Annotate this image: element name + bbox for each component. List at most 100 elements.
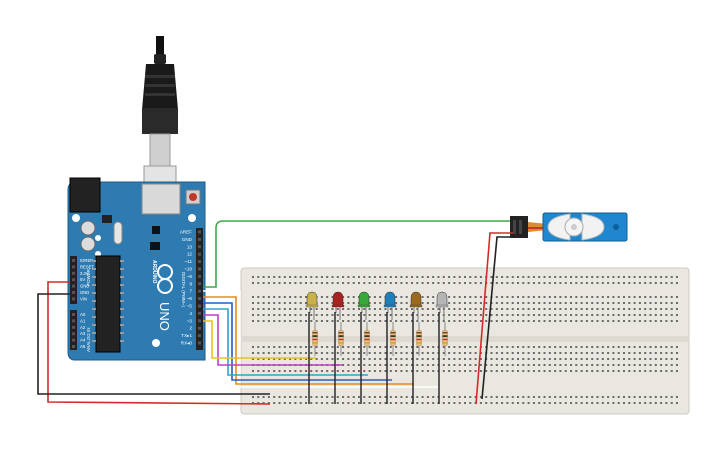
breadboard-hole[interactable] [601, 308, 604, 310]
breadboard-hole[interactable] [331, 352, 334, 354]
breadboard-hole[interactable] [426, 296, 429, 298]
breadboard-hole[interactable] [326, 402, 329, 404]
breadboard-hole[interactable] [522, 364, 525, 366]
breadboard-hole[interactable] [543, 282, 546, 284]
breadboard-hole[interactable] [506, 358, 509, 360]
breadboard-hole[interactable] [628, 282, 631, 284]
breadboard-hole[interactable] [352, 320, 355, 322]
breadboard-hole[interactable] [633, 396, 636, 398]
breadboard-hole[interactable] [495, 302, 498, 304]
breadboard-hole[interactable] [501, 296, 504, 298]
breadboard-hole[interactable] [400, 370, 403, 372]
breadboard-hole[interactable] [416, 308, 419, 310]
breadboard-hole[interactable] [617, 396, 620, 398]
breadboard-hole[interactable] [299, 352, 302, 354]
breadboard-hole[interactable] [617, 320, 620, 322]
breadboard-hole[interactable] [358, 370, 360, 372]
wire-red-servo[interactable] [475, 232, 513, 405]
breadboard-hole[interactable] [612, 282, 615, 284]
breadboard-hole[interactable] [358, 276, 360, 278]
breadboard-hole[interactable] [469, 282, 472, 284]
breadboard-hole[interactable] [395, 364, 398, 366]
breadboard-hole[interactable] [623, 308, 625, 310]
breadboard-hole[interactable] [368, 346, 371, 348]
breadboard-hole[interactable] [405, 402, 408, 404]
breadboard-hole[interactable] [607, 296, 610, 298]
breadboard-hole[interactable] [676, 370, 678, 372]
breadboard-hole[interactable] [527, 370, 530, 372]
breadboard-hole[interactable] [559, 296, 562, 298]
breadboard-hole[interactable] [548, 302, 551, 304]
breadboard-hole[interactable] [379, 320, 382, 322]
breadboard-hole[interactable] [665, 402, 668, 404]
digital-pin[interactable] [198, 304, 201, 308]
breadboard-hole[interactable] [305, 282, 307, 284]
breadboard-hole[interactable] [638, 308, 641, 310]
breadboard-hole[interactable] [612, 296, 615, 298]
breadboard-hole[interactable] [612, 352, 615, 354]
breadboard-hole[interactable] [289, 276, 292, 278]
breadboard-hole[interactable] [511, 396, 514, 398]
breadboard-hole[interactable] [543, 314, 546, 316]
breadboard-hole[interactable] [511, 402, 514, 404]
breadboard-hole[interactable] [564, 302, 567, 304]
breadboard-hole[interactable] [273, 320, 276, 322]
breadboard-hole[interactable] [453, 320, 456, 322]
breadboard-hole[interactable] [358, 402, 360, 404]
breadboard-hole[interactable] [262, 402, 265, 404]
breadboard-hole[interactable] [326, 358, 329, 360]
breadboard-hole[interactable] [257, 302, 260, 304]
breadboard-hole[interactable] [283, 396, 286, 398]
breadboard-hole[interactable] [623, 314, 625, 316]
breadboard-hole[interactable] [320, 358, 323, 360]
breadboard-hole[interactable] [559, 302, 562, 304]
wire-cyan[interactable] [203, 308, 368, 376]
breadboard-hole[interactable] [257, 352, 260, 354]
breadboard-hole[interactable] [612, 396, 615, 398]
breadboard-hole[interactable] [252, 302, 254, 304]
digital-pin[interactable] [198, 297, 201, 301]
breadboard-hole[interactable] [400, 402, 403, 404]
breadboard-hole[interactable] [654, 314, 657, 316]
breadboard-hole[interactable] [326, 302, 329, 304]
analog-header[interactable] [70, 310, 77, 350]
breadboard-hole[interactable] [591, 276, 594, 278]
arduino-board[interactable]: UNO ARDUINO AREFGND1312~11~10~987~6~54~3… [67, 177, 206, 361]
analog-pin[interactable] [72, 338, 75, 342]
breadboard-hole[interactable] [395, 320, 398, 322]
breadboard-hole[interactable] [585, 352, 588, 354]
breadboard-hole[interactable] [384, 320, 387, 322]
breadboard-hole[interactable] [670, 364, 673, 366]
breadboard-hole[interactable] [596, 314, 599, 316]
breadboard-hole[interactable] [273, 308, 276, 310]
breadboard[interactable] [240, 267, 690, 415]
breadboard-hole[interactable] [676, 396, 678, 398]
breadboard-hole[interactable] [320, 302, 323, 304]
breadboard-hole[interactable] [416, 346, 419, 348]
breadboard-hole[interactable] [278, 370, 281, 372]
breadboard-hole[interactable] [352, 364, 355, 366]
breadboard-hole[interactable] [591, 396, 594, 398]
power-pin[interactable] [72, 278, 75, 282]
breadboard-hole[interactable] [543, 302, 546, 304]
breadboard-hole[interactable] [326, 352, 329, 354]
breadboard-hole[interactable] [273, 346, 276, 348]
wire-red-5v[interactable] [47, 281, 271, 405]
breadboard-hole[interactable] [426, 314, 429, 316]
breadboard-hole[interactable] [347, 276, 350, 278]
breadboard-hole[interactable] [554, 370, 557, 372]
breadboard-hole[interactable] [654, 364, 657, 366]
breadboard-hole[interactable] [490, 314, 493, 316]
breadboard-hole[interactable] [358, 352, 360, 354]
digital-pin[interactable] [198, 230, 201, 234]
breadboard-hole[interactable] [257, 370, 260, 372]
breadboard-hole[interactable] [623, 370, 625, 372]
breadboard-hole[interactable] [294, 370, 297, 372]
breadboard-hole[interactable] [448, 364, 451, 366]
breadboard-hole[interactable] [347, 352, 350, 354]
breadboard-hole[interactable] [320, 352, 323, 354]
breadboard-hole[interactable] [532, 308, 535, 310]
breadboard-hole[interactable] [464, 282, 466, 284]
breadboard-hole[interactable] [405, 358, 408, 360]
breadboard-hole[interactable] [262, 396, 265, 398]
